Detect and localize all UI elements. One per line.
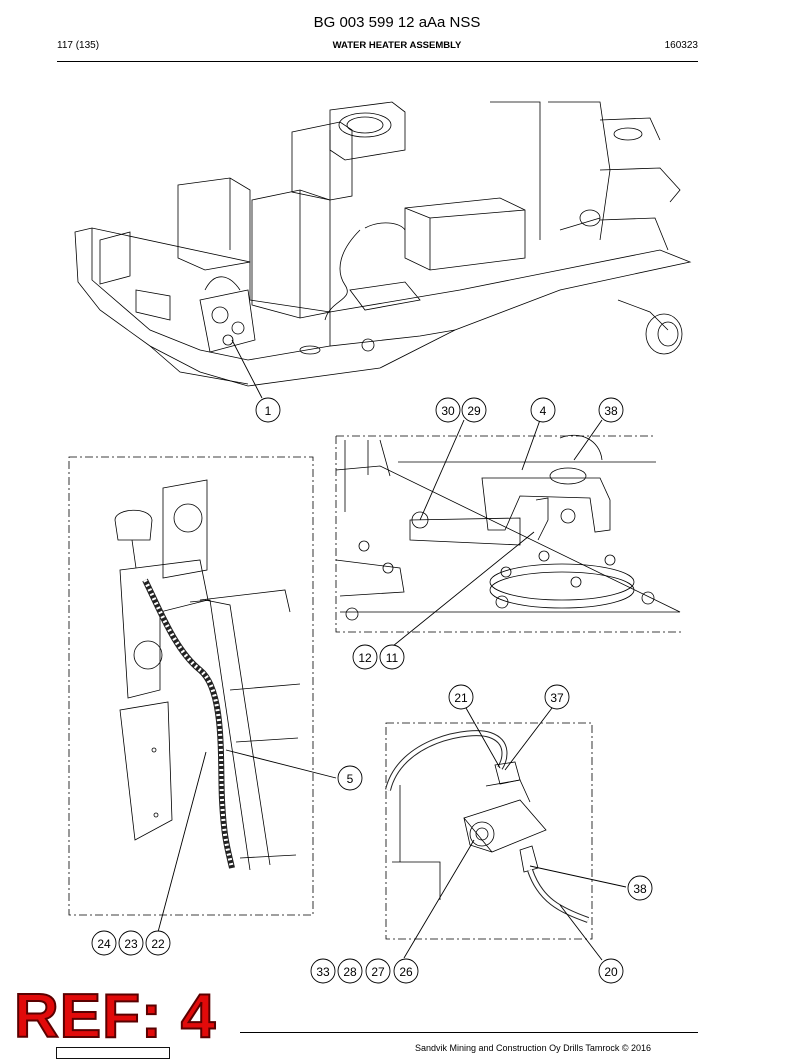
detail-frame-left: [68, 456, 314, 916]
callout-11: 11: [386, 651, 399, 665]
reference-stamp: REF: 4: [13, 982, 217, 1051]
callout-29: 29: [467, 404, 481, 418]
callout-38-top: 38: [604, 404, 618, 418]
page-number: 117 (135): [57, 40, 100, 51]
callout-28: 28: [343, 965, 357, 979]
detail-frame-top-right: [335, 435, 684, 633]
callout-1: 1: [265, 404, 272, 418]
section-title: WATER HEATER ASSEMBLY: [332, 40, 462, 51]
callout-5: 5: [347, 772, 354, 786]
callout-circles: [91, 397, 653, 984]
callout-20: 20: [604, 965, 618, 979]
callout-23: 23: [124, 937, 138, 951]
callout-37: 37: [550, 691, 564, 705]
document-title: BG 003 599 12 aAa NSS: [313, 14, 481, 31]
detail-mounting-plate: [335, 434, 681, 621]
callout-30: 30: [441, 404, 455, 418]
callout-21: 21: [454, 691, 468, 705]
callout-27: 27: [371, 965, 385, 979]
callout-38-bottom: 38: [633, 882, 647, 896]
machine-overview: [74, 101, 692, 387]
callout-22: 22: [151, 937, 165, 951]
footer-copyright: Sandvik Mining and Construction Oy Drill…: [415, 1043, 652, 1053]
callout-4: 4: [540, 404, 547, 418]
leader-lines: [157, 339, 627, 961]
callout-33: 33: [316, 965, 330, 979]
detail-water-heater: [385, 730, 590, 923]
callout-24: 24: [97, 937, 111, 951]
detail-frame-bottom-right: [385, 722, 593, 940]
callout-12: 12: [358, 651, 372, 665]
footer-rule: [240, 1032, 698, 1033]
document-code: 160323: [664, 40, 698, 51]
detail-bracket-assembly: [114, 479, 301, 871]
header-rule: [57, 61, 698, 62]
callout-26: 26: [399, 965, 413, 979]
